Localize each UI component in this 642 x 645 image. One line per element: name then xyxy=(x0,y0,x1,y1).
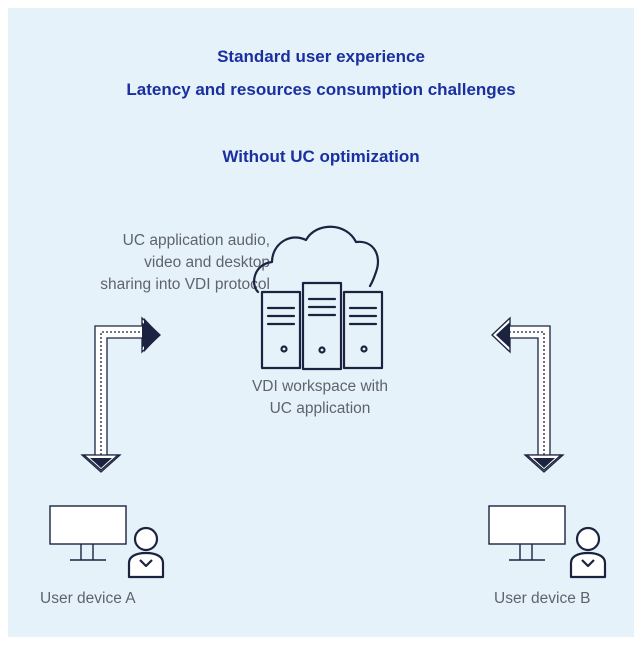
user-icon-a xyxy=(127,526,165,579)
cloud-server-icon xyxy=(253,225,384,371)
workspace-label-line-1: VDI workspace with xyxy=(251,378,389,395)
cloud-outline xyxy=(253,225,380,294)
server-right xyxy=(342,290,384,370)
workspace-label: VDI workspace with UC application xyxy=(220,376,420,420)
title-line-2: Latency and resources consumption challe… xyxy=(126,80,516,99)
monitor-icon-a xyxy=(49,505,127,561)
connector-arrow-a xyxy=(80,316,161,473)
subtitle: Without UC optimization xyxy=(222,147,420,166)
protocol-label-line-3: sharing into VDI protocol xyxy=(100,276,270,293)
workspace-label-line-2: UC application xyxy=(269,400,371,417)
device-a-label: User device A xyxy=(40,590,136,607)
device-b-label: User device B xyxy=(494,590,591,607)
protocol-label-line-1: UC application audio, xyxy=(122,232,270,249)
monitor-icon-b xyxy=(488,505,566,561)
connector-arrow-b xyxy=(491,316,565,473)
server-left xyxy=(260,290,302,370)
protocol-label: UC application audio, video and desktop … xyxy=(40,230,270,296)
title-line-1: Standard user experience xyxy=(217,47,425,66)
server-middle xyxy=(301,281,343,371)
user-icon-b xyxy=(569,526,607,579)
protocol-label-line-2: video and desktop xyxy=(144,254,270,271)
